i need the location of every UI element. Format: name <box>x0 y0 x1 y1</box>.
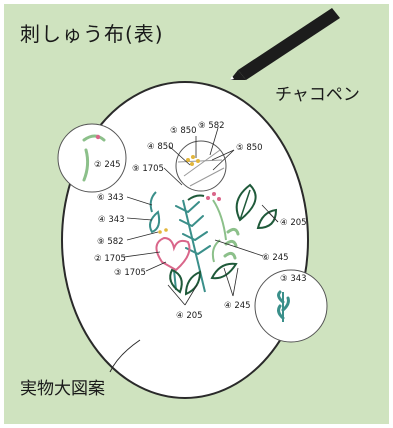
callout-labels: ⑤ 850 ⑨ 582 ④ 850 ⑤ 850 ② 245 ⑨ 1705 ⑥ 3… <box>94 121 307 321</box>
callout-c9: ⑨ 582 <box>97 237 124 247</box>
callout-c4: ⑤ 850 <box>236 143 263 153</box>
title-label: 刺しゅう布(表) <box>20 22 164 46</box>
callout-c5: ② 245 <box>94 160 121 170</box>
callout-c2: ⑨ 582 <box>198 121 225 131</box>
callout-c15: ④ 245 <box>224 301 251 311</box>
callout-c7: ⑥ 343 <box>97 193 124 203</box>
callout-c14: ③ 343 <box>280 274 307 284</box>
leader-lines <box>123 127 279 306</box>
callout-c11: ③ 1705 <box>114 268 146 278</box>
callout-c16: ④ 205 <box>176 311 203 321</box>
embroidery-design <box>149 183 278 296</box>
actual-size-label: 実物大図案 <box>20 379 105 399</box>
magnified-circle-top <box>175 140 227 192</box>
callout-c12: ④ 205 <box>280 218 307 228</box>
callout-c1: ⑤ 850 <box>170 126 197 136</box>
leader-line-actual <box>109 339 141 373</box>
chaco-pen-label: チャコペン <box>275 85 360 105</box>
chaco-pen-icon <box>230 8 340 80</box>
callout-c6: ⑨ 1705 <box>132 164 164 174</box>
magnified-circle-left <box>57 123 127 193</box>
callout-c10: ② 1705 <box>94 254 126 264</box>
magnified-circle-right <box>254 269 328 343</box>
callout-c3: ④ 850 <box>147 142 174 152</box>
callout-c13: ⑥ 245 <box>262 253 289 263</box>
callout-c8: ④ 343 <box>98 215 125 225</box>
